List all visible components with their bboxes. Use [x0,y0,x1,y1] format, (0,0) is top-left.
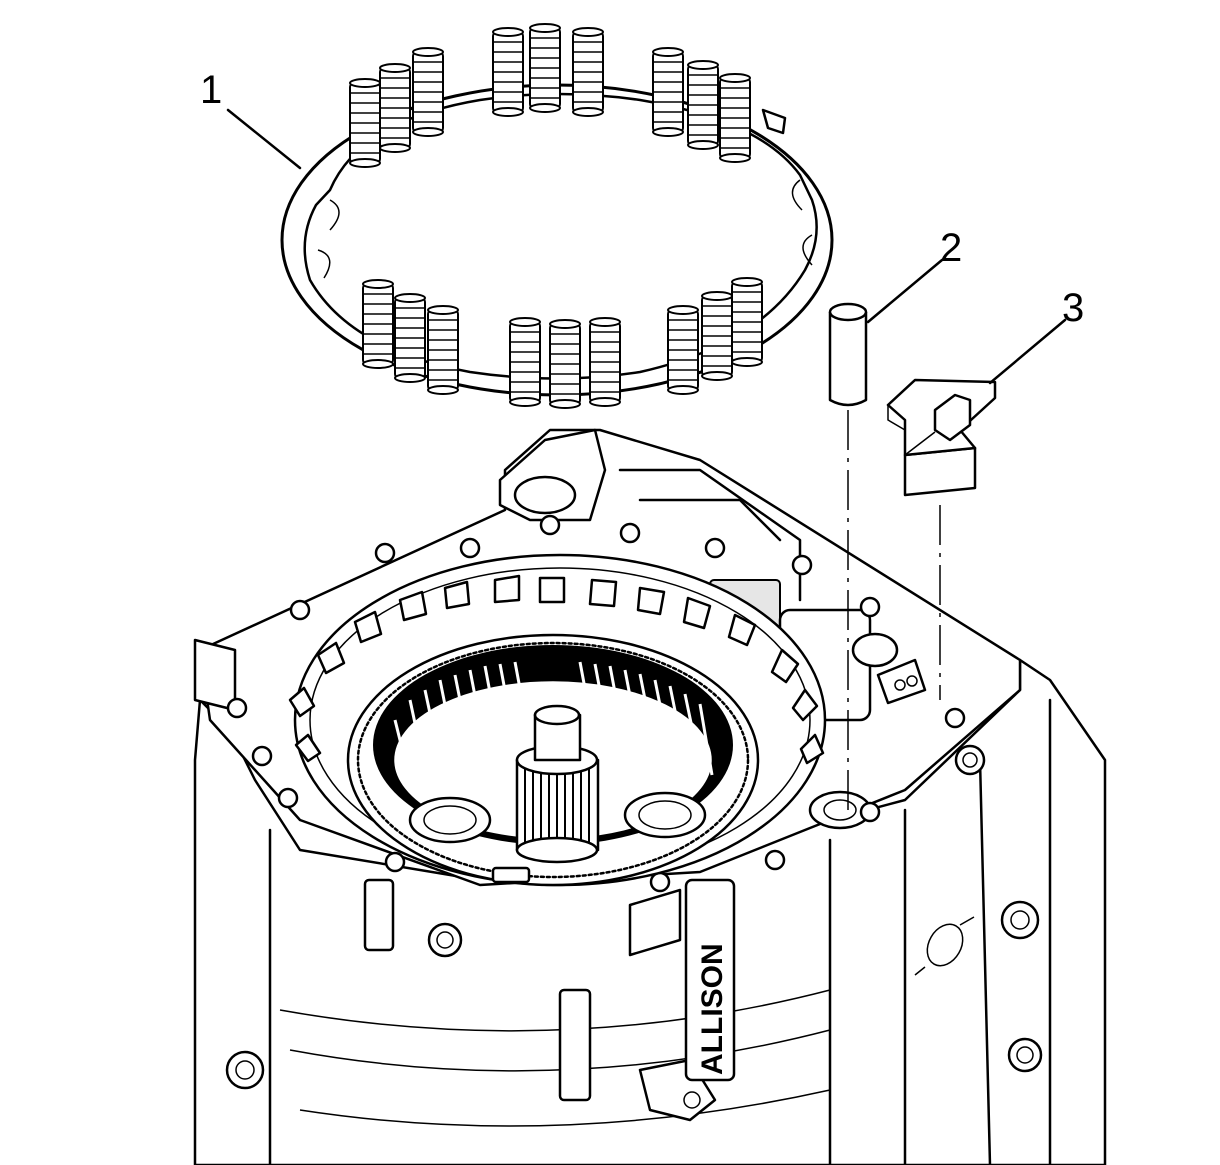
bracket-clip-icon [886,378,997,497]
clutch-spline-teeth [288,574,825,765]
callout-3-leader [988,318,1067,385]
callout-1-leader [226,108,302,170]
callout-label-3: 3 [1062,286,1085,330]
dowel-pin-icon [828,302,868,407]
transmission-housing-icon: ALLISON [193,428,1107,1165]
callout-label-2: 2 [940,226,963,270]
spring-plate-assembly-icon [280,23,834,409]
flange-bolt-holes [226,514,966,893]
callout-2-leader [866,258,944,324]
callout-label-1: 1 [200,68,223,112]
housing-stamp-text: ALLISON [696,943,729,1075]
